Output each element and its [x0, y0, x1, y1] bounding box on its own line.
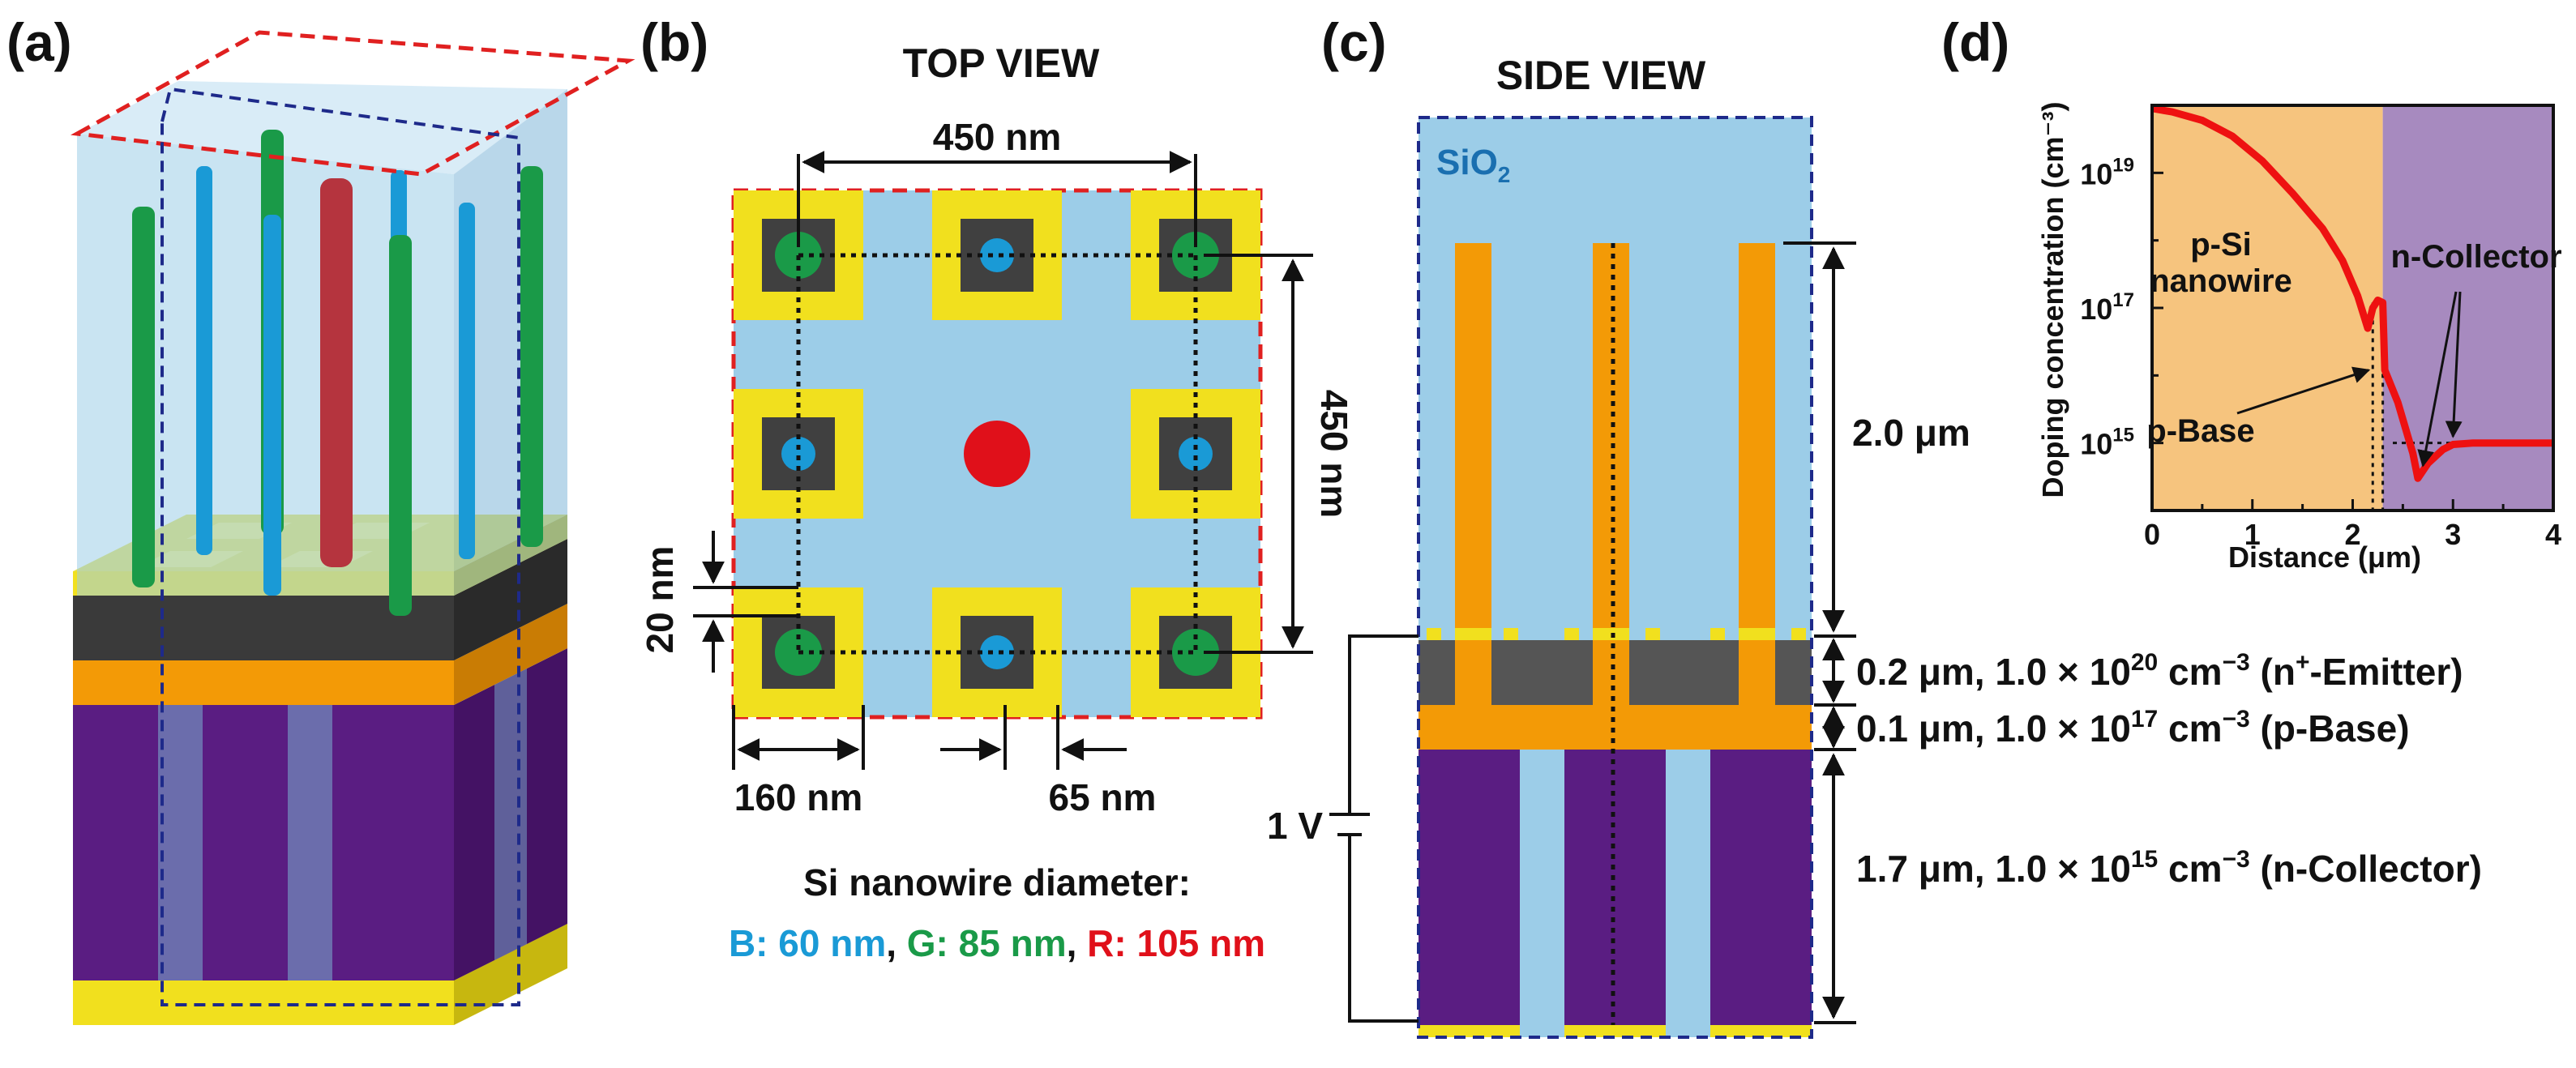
chart-x-title: Distance (μm)	[2228, 540, 2421, 574]
bottom-contact	[1710, 1025, 1812, 1037]
top-view-dimensions	[693, 151, 1313, 770]
panel-b: (b) TOP VIEW	[639, 12, 1355, 964]
collector-column	[1419, 750, 1520, 1025]
nanowire-red	[320, 178, 353, 567]
dim-cell: 160 nm	[734, 776, 863, 818]
x-tick-label: 4	[2545, 518, 2561, 551]
region-label-base: p-Base	[2146, 413, 2254, 449]
nanowire-red	[964, 421, 1030, 487]
diameter-red: R: 105 nm	[1087, 922, 1265, 964]
base-layer	[73, 604, 567, 705]
side-view-dimensions	[1783, 241, 1856, 1024]
side-view-title: SIDE VIEW	[1496, 53, 1706, 98]
region-label-collector: n-Collector	[2390, 239, 2561, 275]
layer-collector-label: 1.7 μm, 1.0 × 1015 cm−3 (n-Collector)	[1856, 846, 2482, 890]
region-label-nanowire-2: nanowire	[2150, 263, 2292, 299]
collector-layer	[73, 648, 567, 980]
diameter-green: G: 85 nm	[907, 922, 1067, 964]
voltage-source	[1329, 634, 1419, 1023]
layer-emitter-label: 0.2 μm, 1.0 × 1020 cm−3 (n+-Emitter)	[1856, 649, 2463, 693]
nanowire-green	[520, 166, 543, 547]
oxide-label: SiO2	[1436, 143, 1510, 187]
nanowire-green	[132, 207, 155, 587]
nanowire-blue	[980, 635, 1014, 669]
panel-c-label: (c)	[1321, 12, 1387, 72]
y-tick-label: 1019	[2080, 154, 2134, 190]
nanowire-blue	[781, 437, 815, 471]
top-view-cells	[734, 190, 1260, 717]
top-view-diagram	[731, 188, 1263, 720]
base-annotation-arrow	[2236, 366, 2371, 415]
nanowire-green	[389, 235, 412, 616]
dim-pitch-horizontal: 450 nm	[933, 116, 1062, 158]
region-p-si	[2152, 105, 2383, 511]
panel-d-label: (d)	[1941, 12, 2009, 72]
y-tick-label: 1017	[2080, 289, 2134, 326]
top-view-outline	[71, 30, 635, 177]
dim-gap: 20 nm	[639, 546, 681, 654]
panel-c: (c) SIDE VIEW SiO2	[1267, 12, 2482, 1039]
x-tick-label: 2	[2344, 518, 2360, 551]
device-3d-illustration	[71, 30, 635, 1025]
bottom-contact	[1564, 1025, 1666, 1037]
diameter-blue: B: 60 nm	[729, 922, 886, 964]
doping-chart: 0 1 2 3 4 1015 1017 1019	[2080, 104, 2561, 551]
y-tick-label: 1015	[2080, 425, 2134, 461]
nanowire-blue	[196, 166, 212, 555]
region-label-nanowire: p-Si	[2190, 227, 2252, 263]
top-contact-pads	[1427, 628, 1806, 640]
x-tick-label: 1	[2244, 518, 2261, 551]
nanowire-blue	[263, 215, 281, 596]
nanowire-green	[1172, 629, 1219, 676]
nanowire-blue	[1179, 437, 1213, 471]
side-view-diagram: SiO2	[1417, 116, 1813, 1039]
diameter-legend: B: 60 nm, G: 85 nm, R: 105 nm	[729, 922, 1265, 964]
panel-a-label: (a)	[6, 12, 72, 72]
side-view-outline	[160, 87, 520, 1006]
collector-column	[1710, 750, 1812, 1025]
panel-a: (a)	[6, 12, 635, 1025]
dim-space: 65 nm	[1049, 776, 1157, 818]
nanowires-3d	[132, 130, 543, 616]
panel-d: (d) 0 1 2 3 4 1015 1017 1019 Distance (μm) Dopi…	[1941, 12, 2562, 574]
side-view-frame	[1417, 116, 1813, 1039]
nanowire-blue	[980, 238, 1014, 272]
x-tick-label: 3	[2445, 518, 2461, 551]
bottom-contact	[1419, 1025, 1520, 1037]
layer-base-label: 0.1 μm, 1.0 × 1017 cm−3 (p-Base)	[1856, 706, 2410, 750]
nanowire-blue	[459, 203, 475, 559]
dim-pitch-vertical: 450 nm	[1313, 390, 1355, 519]
collector-annotation-arrow	[2445, 291, 2463, 438]
diameter-caption: Si nanowire diameter:	[803, 861, 1191, 904]
top-view-title: TOP VIEW	[903, 41, 1100, 86]
x-tick-label: 0	[2144, 518, 2160, 551]
panel-b-label: (b)	[640, 12, 708, 72]
nanowire-height-label: 2.0 μm	[1852, 412, 1971, 454]
doping-curve	[2151, 105, 2553, 482]
voltage-label: 1 V	[1267, 805, 1323, 847]
chart-y-title: Doping concentration (cm⁻³)	[2036, 102, 2069, 498]
collector-annotation-arrow	[2417, 291, 2458, 468]
